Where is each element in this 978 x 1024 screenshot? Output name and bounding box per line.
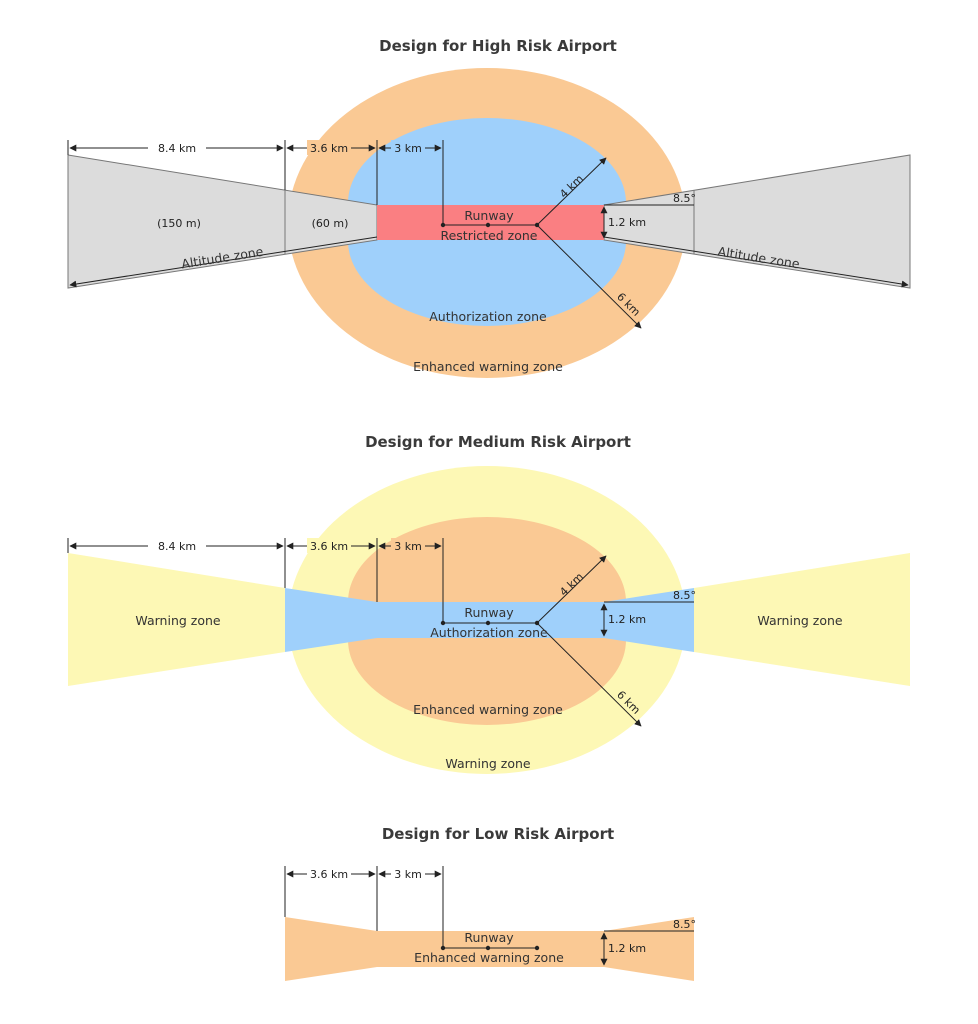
low-dim-label-bg: [391, 866, 425, 881]
high-enhanced-warning-zone-label: Enhanced warning zone: [413, 359, 563, 374]
high-dim-label-bg: [391, 140, 425, 155]
low-runway-point: [534, 945, 540, 951]
medium-angle-label: 8.5°: [673, 589, 696, 602]
low-angle-label: 8.5°: [673, 918, 696, 931]
medium-authorization-zone: [285, 588, 694, 652]
medium-dim-3km: 3 km: [394, 540, 422, 553]
low-dim-label-bg: [307, 866, 351, 881]
medium-dim-label-bg: [391, 538, 425, 553]
low-dim-3-6km: 3.6 km: [310, 868, 348, 881]
high-dim-label-bg: [307, 140, 351, 155]
high-restricted-zone: [377, 205, 604, 240]
medium-dim-1-2km: 1.2 km: [608, 613, 646, 626]
medium-warning-zone-outer-label: Warning zone: [445, 756, 530, 771]
high-runway-point: [485, 222, 491, 228]
medium-warning-zone-right-label: Warning zone: [757, 613, 842, 628]
medium-warning-zone-right: [694, 553, 910, 686]
low-dim-1-2km: 1.2 km: [608, 942, 646, 955]
medium-runway-point: [485, 620, 491, 626]
high-radius-4km-arrow: [536, 157, 607, 226]
medium-radius-6km-arrow: [536, 622, 642, 727]
high-risk-title: Design for High Risk Airport: [379, 37, 617, 55]
medium-dim-label-bg: [307, 538, 351, 553]
medium-dim-8-4km: 8.4 km: [158, 540, 196, 553]
high-altitude-left-arrow: [69, 236, 378, 288]
medium-risk-title: Design for Medium Risk Airport: [365, 433, 631, 451]
low-dim-3km: 3 km: [394, 868, 422, 881]
low-enhanced-warning-zone-label: Enhanced warning zone: [414, 950, 564, 965]
low-risk-title: Design for Low Risk Airport: [382, 825, 614, 843]
high-restricted-zone-label: Restricted zone: [440, 228, 537, 243]
medium-risk-panel: Design for Medium Risk Airport 8.4 km 3.…: [67, 433, 910, 774]
high-height-150m: (150 m): [157, 217, 201, 230]
high-radius-6km-arrow: [536, 224, 642, 329]
medium-warning-zone-left: [68, 553, 285, 686]
high-dim-1-2km: 1.2 km: [608, 216, 646, 229]
high-dim-3-6km: 3.6 km: [310, 142, 348, 155]
medium-radius-4km-arrow: [536, 555, 607, 624]
high-authorization-zone-label: Authorization zone: [429, 309, 547, 324]
high-runway-label: Runway: [464, 208, 514, 223]
high-height-60m: (60 m): [312, 217, 349, 230]
low-runway-point: [485, 945, 491, 951]
medium-enhanced-warning-zone-label: Enhanced warning zone: [413, 702, 563, 717]
high-dim-3km: 3 km: [394, 142, 422, 155]
low-risk-panel: Design for Low Risk Airport 3.6 km 3 km …: [284, 825, 696, 981]
low-runway-label: Runway: [464, 930, 514, 945]
high-risk-panel: Design for High Risk Airport 8.4 km 3.6 …: [67, 37, 911, 378]
high-angle-label: 8.5°: [673, 192, 696, 205]
medium-warning-zone-left-label: Warning zone: [135, 613, 220, 628]
medium-dim-3-6km: 3.6 km: [310, 540, 348, 553]
high-dim-8-4km: 8.4 km: [158, 142, 196, 155]
medium-runway-label: Runway: [464, 605, 514, 620]
medium-authorization-zone-label: Authorization zone: [430, 625, 548, 640]
high-altitude-right-arrow: [603, 236, 909, 288]
